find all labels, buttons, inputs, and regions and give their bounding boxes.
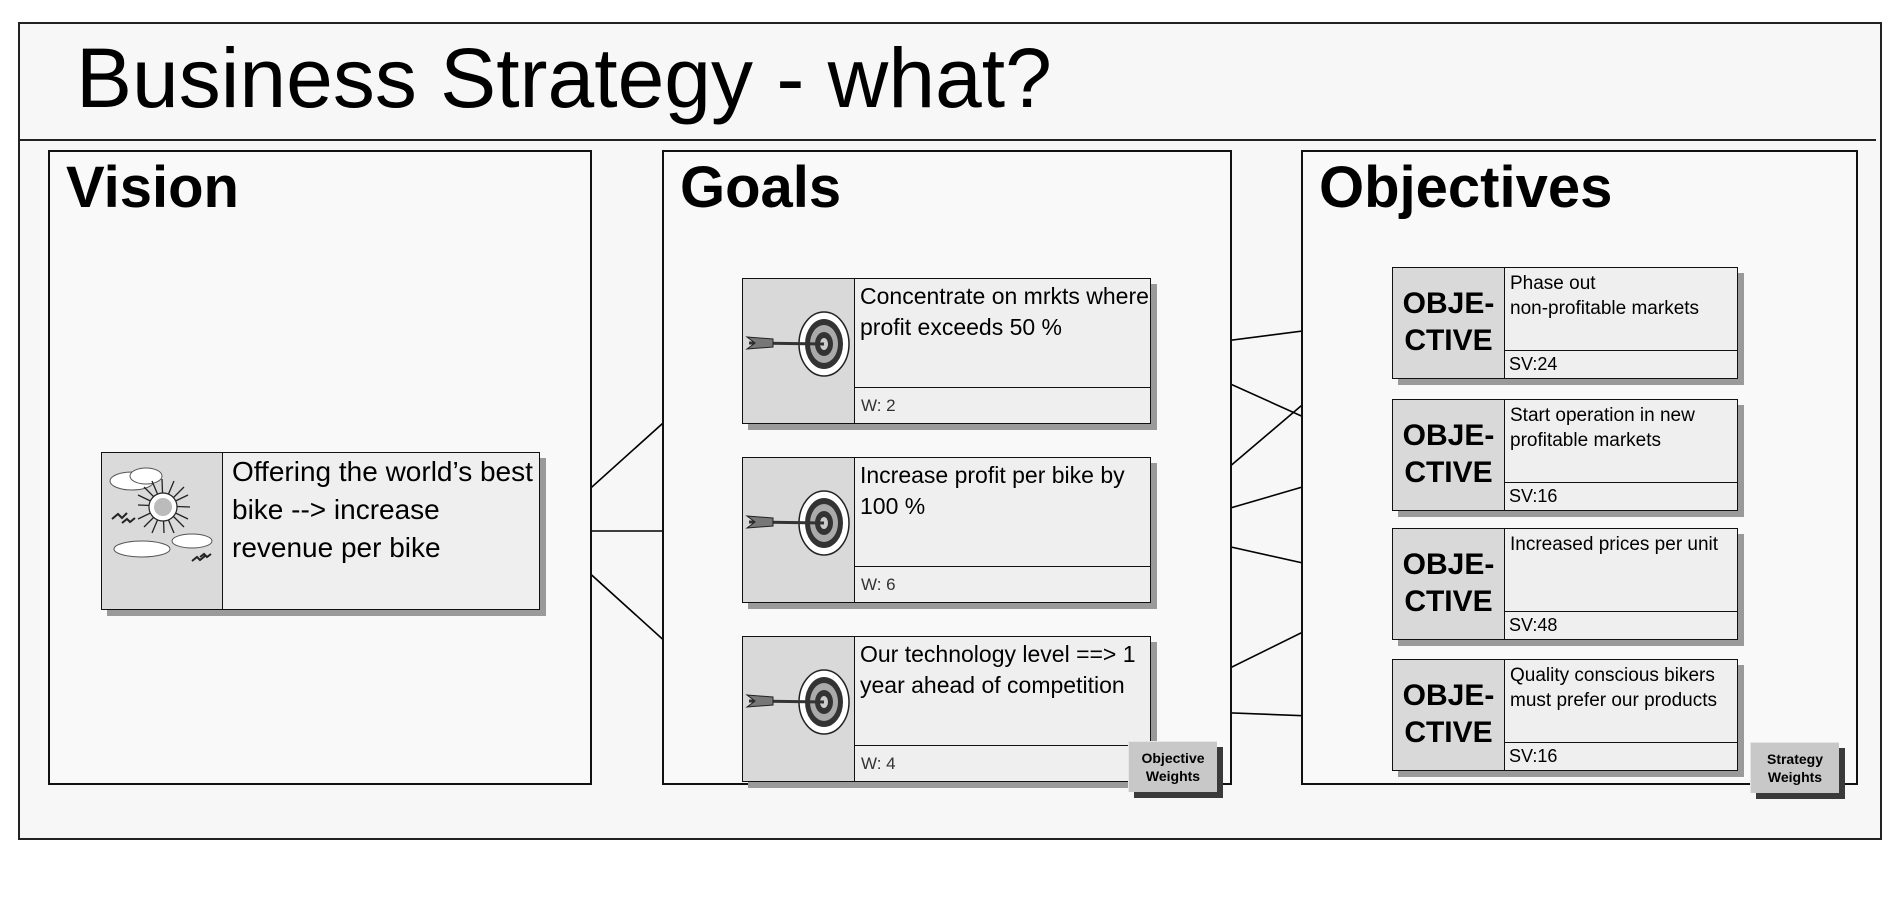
objective-label: OBJE- CTIVE — [1393, 660, 1505, 770]
objective-text: Increased prices per unit — [1510, 534, 1719, 555]
goal-card[interactable]: Concentrate on mrkts where profit exceed… — [742, 278, 1151, 424]
objective-label-text: OBJE- CTIVE — [1402, 679, 1495, 749]
dartboard-icon — [743, 458, 855, 602]
objective-label: OBJE- CTIVE — [1393, 529, 1505, 639]
goal-weight: W: 6 — [855, 566, 1150, 602]
goals-panel-title: Goals — [680, 155, 842, 220]
objective-weights-button[interactable]: Objective Weights — [1128, 741, 1217, 792]
goal-text: Concentrate on mrkts where profit exceed… — [860, 283, 1149, 341]
objective-card[interactable]: OBJE- CTIVE Start operation in new profi… — [1392, 399, 1738, 511]
objective-label: OBJE- CTIVE — [1393, 268, 1505, 378]
objective-text: Quality conscious bikers must prefer our… — [1510, 665, 1717, 711]
objective-label: OBJE- CTIVE — [1393, 400, 1505, 510]
objective-card[interactable]: OBJE- CTIVE Increased prices per unit SV… — [1392, 528, 1738, 640]
vision-text: Offering the world’s best bike --> incre… — [232, 456, 533, 563]
objective-card[interactable]: OBJE- CTIVE Phase out non-profitable mar… — [1392, 267, 1738, 379]
goal-weight: W: 4 — [855, 745, 1150, 781]
objective-label-text: OBJE- CTIVE — [1402, 287, 1495, 357]
vision-panel-title: Vision — [66, 155, 239, 220]
goal-card[interactable]: Increase profit per bike by 100 % W: 6 — [742, 457, 1151, 603]
goal-text: Increase profit per bike by 100 % — [860, 462, 1125, 520]
title-bar: Business Strategy - what? — [20, 24, 1876, 141]
objective-sv: SV:24 — [1505, 350, 1737, 378]
goal-card[interactable]: Our technology level ==> 1 year ahead of… — [742, 636, 1151, 782]
objectives-panel-title: Objectives — [1319, 155, 1613, 220]
objective-text: Phase out non-profitable markets — [1510, 273, 1700, 319]
objective-text: Start operation in new profitable market… — [1510, 405, 1695, 451]
dartboard-icon — [743, 637, 855, 781]
objective-sv: SV:48 — [1505, 611, 1737, 639]
page-title: Business Strategy - what? — [76, 31, 1052, 125]
objective-label-text: OBJE- CTIVE — [1402, 419, 1495, 489]
strategy-weights-button[interactable]: Strategy Weights — [1750, 742, 1839, 793]
vision-card[interactable]: Offering the world’s best bike --> incre… — [101, 452, 540, 610]
dartboard-icon — [743, 279, 855, 423]
objective-card[interactable]: OBJE- CTIVE Quality conscious bikers mus… — [1392, 659, 1738, 771]
objective-sv: SV:16 — [1505, 482, 1737, 510]
sun-birds-icon — [102, 453, 223, 609]
objective-sv: SV:16 — [1505, 742, 1737, 770]
goal-weight: W: 2 — [855, 387, 1150, 423]
goal-text: Our technology level ==> 1 year ahead of… — [860, 641, 1136, 699]
objective-label-text: OBJE- CTIVE — [1402, 548, 1495, 618]
